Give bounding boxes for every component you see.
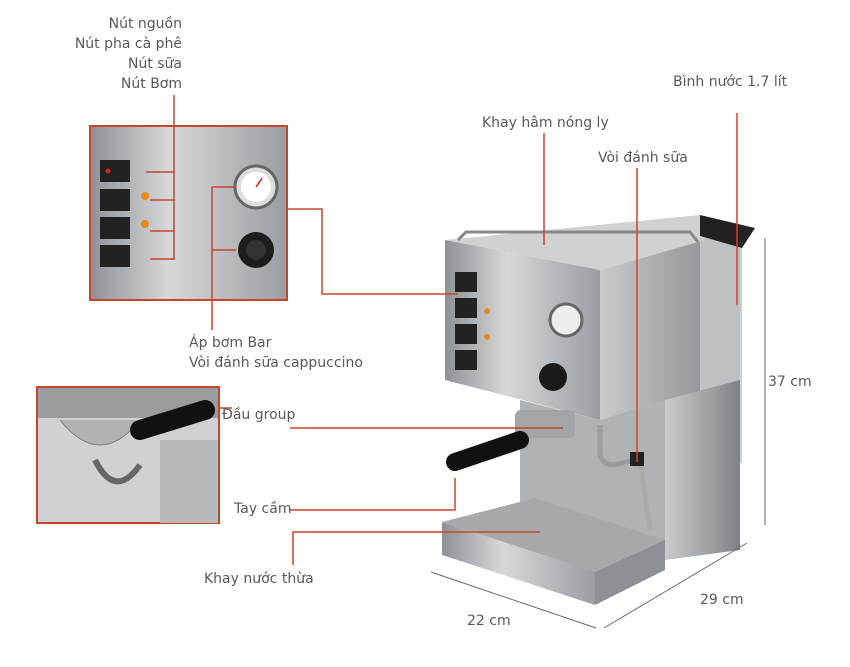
label-cappuccino-wand: Vòi đánh sữa cappuccino [189, 355, 363, 371]
dimension-depth: 29 cm [700, 592, 744, 608]
label-steam-wand: Vòi đánh sữa [598, 150, 688, 166]
label-milk-button: Nút sữa [127, 56, 182, 72]
label-pump-button: Nút Bơm [120, 76, 182, 92]
dimension-width: 22 cm [467, 613, 511, 629]
label-group-head: Đầu group [222, 407, 296, 423]
dimension-lines [430, 238, 766, 629]
espresso-machine [442, 215, 755, 605]
label-drip-tray: Khay nước thừa [204, 571, 314, 587]
label-power-button: Nút nguồn [108, 16, 182, 32]
dimension-height: 37 cm [768, 374, 812, 390]
label-coffee-button: Nút pha cà phê [74, 36, 182, 52]
label-handle: Tay cầm [234, 501, 292, 517]
label-pressure-gauge: Áp bơm Bar [189, 335, 272, 351]
label-water-tank: Bình nước 1.7 lít [673, 74, 788, 90]
label-cup-warmer: Khay hâm nóng ly [482, 115, 609, 131]
leader-lines [146, 95, 738, 565]
group-head-inset [36, 386, 220, 524]
control-panel-inset [89, 125, 288, 301]
